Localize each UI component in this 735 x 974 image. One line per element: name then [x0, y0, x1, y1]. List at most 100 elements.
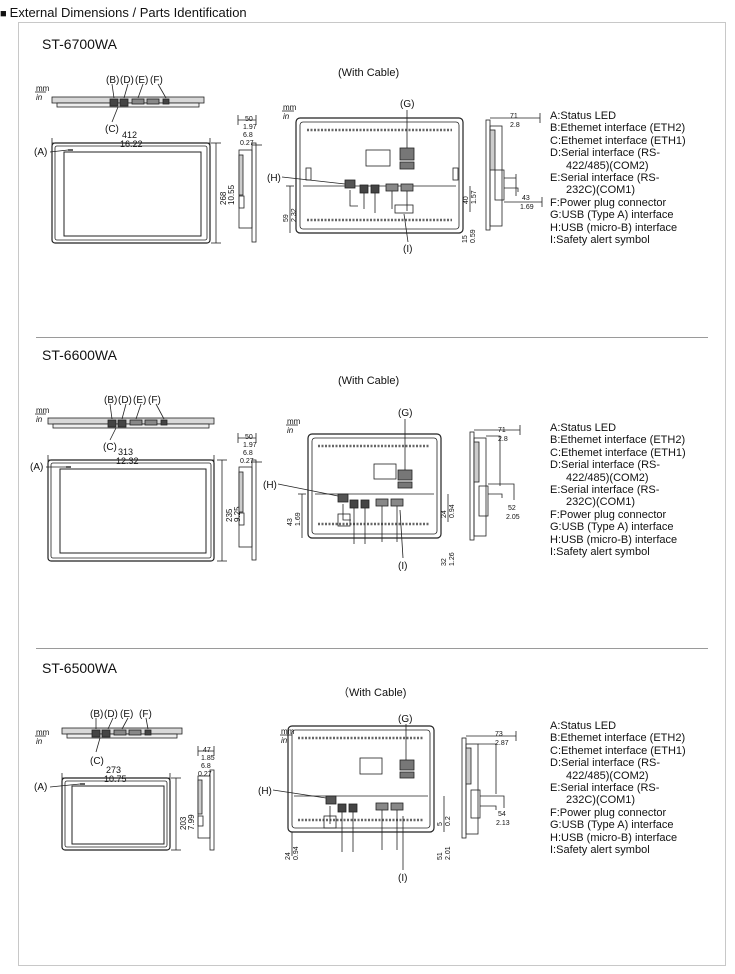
- with-cable-label: （With Cable): [338, 687, 407, 699]
- legend-item-b: B:Ethemet interface (ETH2): [550, 122, 686, 135]
- legend-item-h: H:USB (micro-B) interface: [550, 533, 678, 546]
- callout-i: (I): [403, 244, 412, 255]
- cable-side-view: [485, 113, 543, 231]
- dim-cable-depth-in: 2.8: [510, 122, 520, 129]
- section-separator: [36, 648, 708, 649]
- dim-cable-low-mm: 54: [498, 811, 506, 818]
- dim-depth-mm: 50: [245, 434, 253, 441]
- dim-height-in: 10.55: [227, 184, 236, 205]
- callout-e: (E): [120, 709, 133, 720]
- callout-c: (C): [105, 124, 119, 135]
- dim-cable-depth-mm: 73: [495, 731, 503, 738]
- dim-rear-c-in: 0.59: [470, 229, 477, 243]
- content-frame: [18, 22, 726, 966]
- dim-bezel-in: 0.27: [198, 771, 212, 778]
- legend-item-e: E:Serial interface (RS-: [550, 484, 660, 497]
- dim-rear-a-mm: 59: [283, 214, 290, 222]
- legend-item-c: C:Ethemet interface (ETH1): [550, 446, 686, 459]
- dim-height-in: 9.25: [233, 506, 242, 522]
- cable-side-view: [469, 425, 521, 541]
- unit-in: in: [287, 426, 294, 435]
- dimension-drawing-st-6700wa: mm in (B) (D) (E) (F) (C) 412 16.22: [34, 75, 543, 255]
- legend-item-h: H:USB (micro-B) interface: [550, 221, 678, 234]
- legend-item-g: G:USB (Type A) interface: [550, 209, 674, 222]
- dim-rear-c-mm: 32: [441, 558, 448, 566]
- legend-item-i: I:Safety alert symbol: [550, 844, 650, 857]
- legend-item-b: B:Ethemet interface (ETH2): [550, 732, 686, 745]
- legend-item-e-cont: 232C)(COM1): [566, 496, 636, 509]
- legend-item-d: D:Serial interface (RS-: [550, 757, 661, 770]
- callout-b: (B): [106, 75, 119, 86]
- unit-mm: mm: [36, 84, 50, 93]
- legend-item-e-cont: 232C)(COM1): [566, 184, 636, 197]
- unit-mm: mm: [36, 728, 50, 737]
- dim-rear-c-in: 2.01: [445, 846, 452, 860]
- legend-item-a: A:Status LED: [550, 720, 617, 732]
- side-view: [237, 115, 262, 243]
- unit-in: in: [36, 93, 43, 102]
- dim-rear-b-in: 1.57: [471, 190, 478, 204]
- unit-mm: mm: [36, 406, 50, 415]
- legend-item-a: A:Status LED: [550, 110, 617, 122]
- unit-in: in: [283, 112, 290, 121]
- dim-rear-b-mm: 24: [441, 510, 448, 518]
- unit-mm: mm: [287, 417, 301, 426]
- section-separator: [36, 337, 708, 338]
- callout-a: (A): [30, 462, 43, 473]
- unit-mm: mm: [283, 103, 297, 112]
- callout-c: (C): [90, 756, 104, 767]
- legend-item-h: H:USB (micro-B) interface: [550, 831, 678, 844]
- front-view: [51, 142, 211, 244]
- front-view: [61, 777, 171, 851]
- legend-item-i: I:Safety alert symbol: [550, 546, 650, 559]
- dim-bezel-mm: 6.8: [201, 763, 211, 770]
- dim-cable-low-mm: 43: [522, 195, 530, 202]
- dim-bezel-in: 0.27: [240, 140, 254, 147]
- legend-item-i: I:Safety alert symbol: [550, 234, 650, 247]
- parts-legend: A:Status LED B:Ethemet interface (ETH2) …: [550, 422, 686, 558]
- rear-view: [295, 117, 464, 234]
- callout-f: (F): [139, 709, 152, 720]
- legend-item-c: C:Ethemet interface (ETH1): [550, 134, 686, 147]
- dim-rear-c-mm: 51: [437, 852, 444, 860]
- callout-h: (H): [267, 173, 281, 184]
- legend-item-d-cont: 422/485)(COM2): [566, 471, 649, 484]
- front-view: [47, 459, 215, 562]
- dim-height-mm: 203: [179, 816, 188, 830]
- dim-rear-c-mm: 15: [462, 235, 469, 243]
- legend-item-a: A:Status LED: [550, 422, 617, 434]
- with-cable-label: (With Cable): [338, 67, 400, 79]
- dim-depth-in: 1.97: [243, 124, 257, 131]
- unit-in: in: [36, 415, 43, 424]
- callout-d: (D): [118, 395, 132, 406]
- callout-b: (B): [104, 395, 117, 406]
- with-cable-label: (With Cable): [338, 375, 400, 387]
- legend-item-c: C:Ethemet interface (ETH1): [550, 744, 686, 757]
- side-view: [237, 433, 262, 561]
- legend-item-f: F:Power plug connector: [550, 508, 667, 521]
- dim-depth-mm: 50: [245, 116, 253, 123]
- rear-view: [287, 725, 435, 852]
- legend-item-f: F:Power plug connector: [550, 196, 667, 209]
- legend-item-e-cont: 232C)(COM1): [566, 794, 636, 807]
- dim-width-mm: 412: [122, 130, 137, 140]
- dim-rear-b-in: 0.2: [445, 816, 452, 826]
- callout-h: (H): [258, 786, 272, 797]
- dim-width-in: 10.75: [104, 774, 127, 784]
- dim-height-mm: 268: [219, 191, 228, 205]
- dim-cable-low-in: 2.05: [506, 514, 520, 521]
- model-title: ST-6600WA: [42, 347, 117, 363]
- callout-i: (I): [398, 561, 407, 572]
- legend-item-b: B:Ethemet interface (ETH2): [550, 434, 686, 447]
- legend-item-d: D:Serial interface (RS-: [550, 459, 661, 472]
- dim-cable-depth-in: 2.8: [498, 436, 508, 443]
- legend-item-g: G:USB (Type A) interface: [550, 521, 674, 534]
- top-view: [47, 403, 215, 441]
- legend-item-d-cont: 422/485)(COM2): [566, 769, 649, 782]
- dimension-drawing-st-6600wa: mm in (B) (D) (E) (F) (C) 313 12.32: [30, 395, 521, 572]
- callout-g: (G): [398, 408, 412, 419]
- callout-b: (B): [90, 709, 103, 720]
- header-title: External Dimensions / Parts Identificati…: [9, 5, 247, 20]
- unit-in: in: [36, 737, 43, 746]
